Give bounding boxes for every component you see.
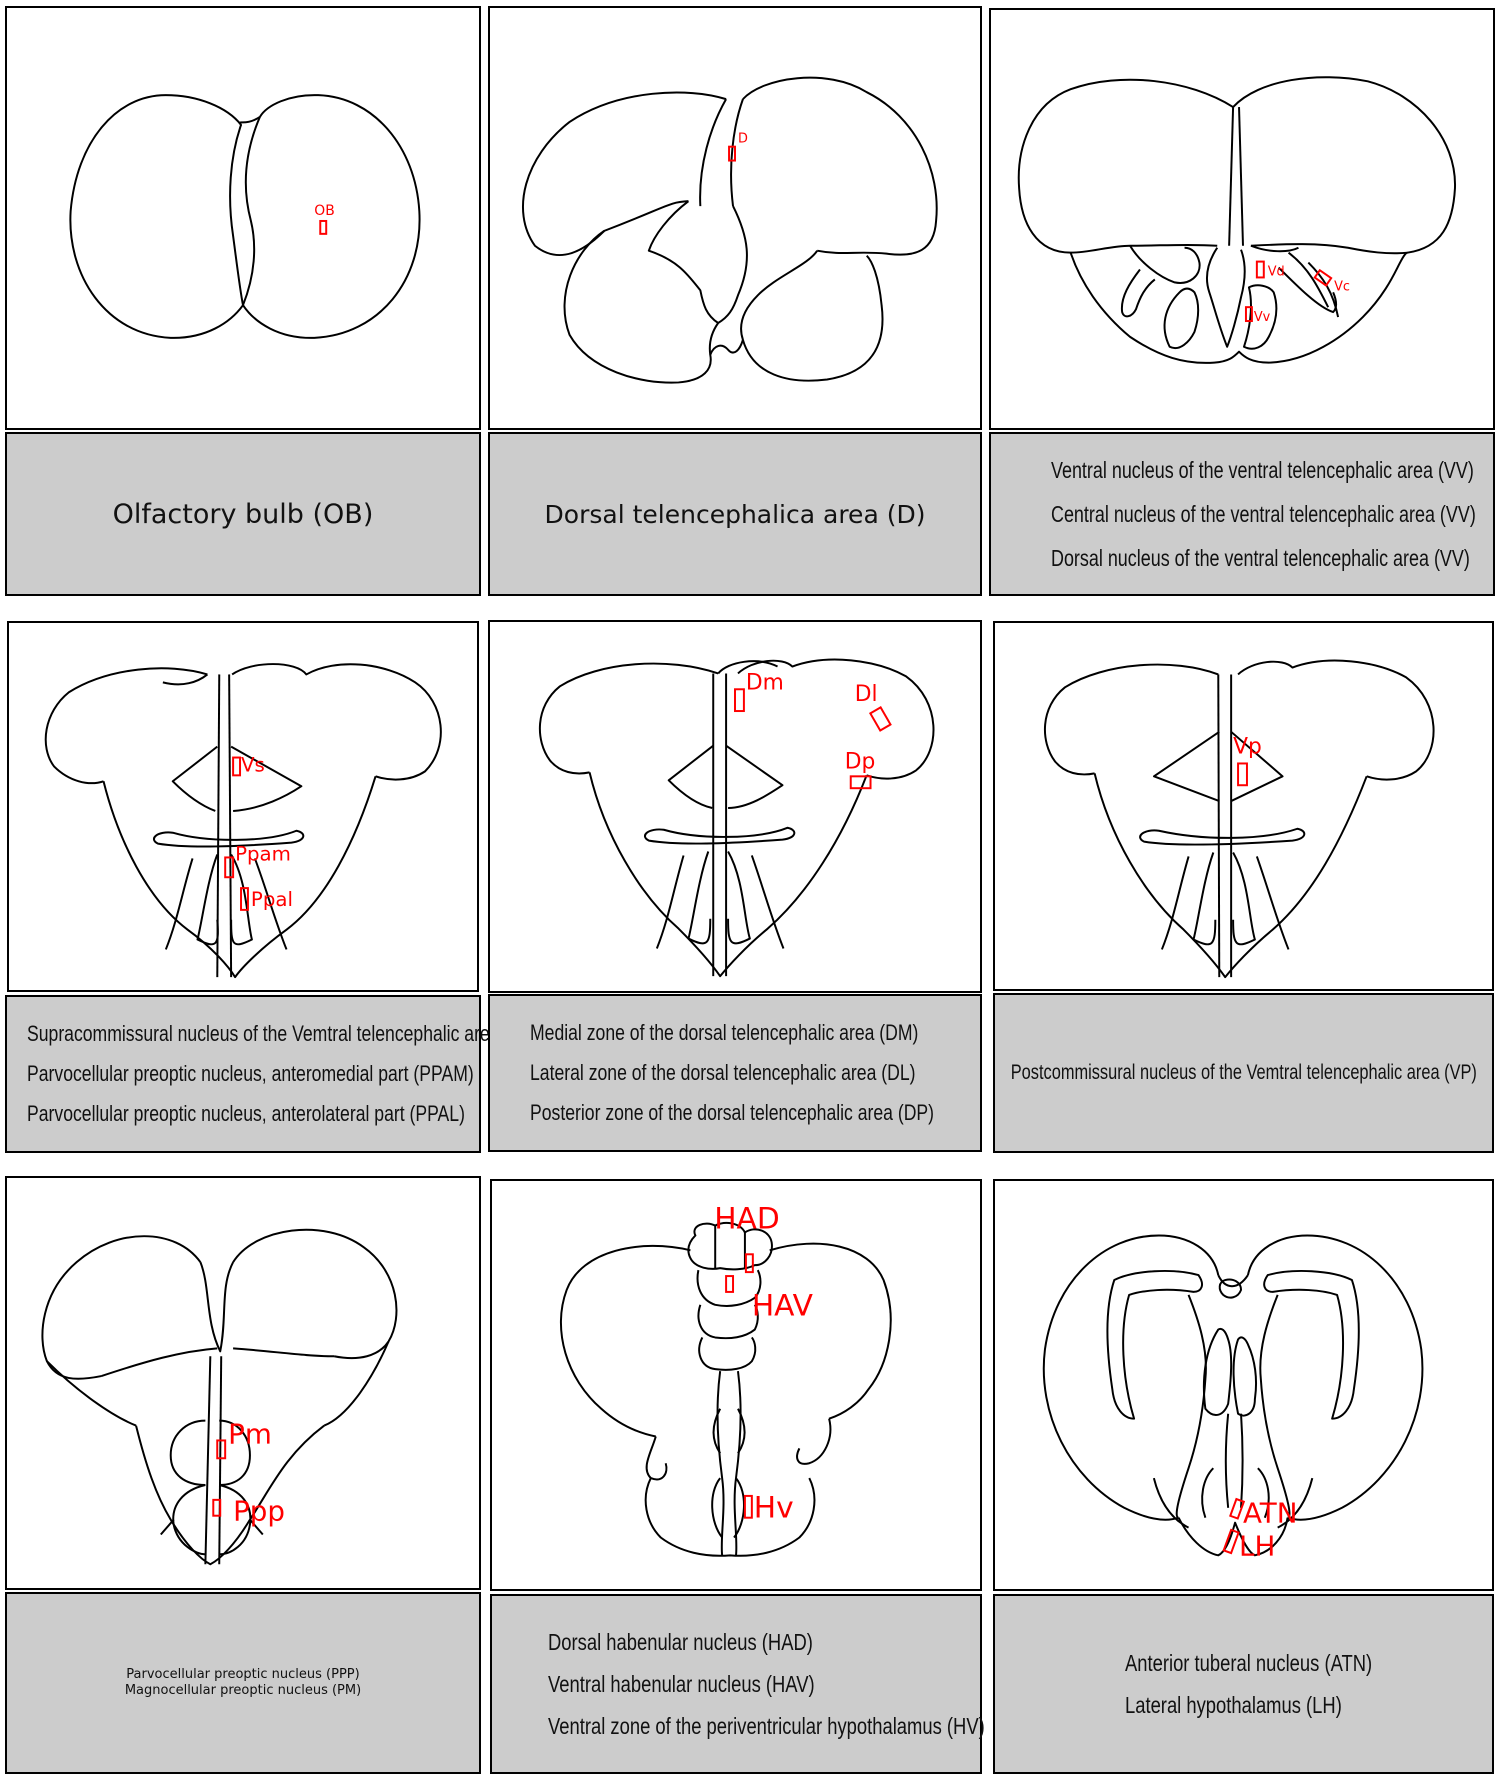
- caption-line: Posterior zone of the dorsal telencephal…: [530, 1093, 934, 1133]
- label-Vd: Vd: [1268, 264, 1285, 279]
- label-HAV: HAV: [752, 1289, 814, 1324]
- caption-line: Parvocellular preoptic nucleus (PPP): [126, 1667, 359, 1683]
- caption-line: Parvocellular preoptic nucleus, anterola…: [27, 1094, 465, 1134]
- panel-5-section-drawing: Dm Dl Dp: [490, 622, 980, 991]
- panel-5-image: Dm Dl Dp: [488, 620, 982, 993]
- caption-line: Magnocellular preoptic nucleus (PM): [125, 1683, 361, 1699]
- label-Vp: Vp: [1233, 735, 1262, 760]
- caption-line: Parvocellular preoptic nucleus, anterome…: [27, 1054, 474, 1094]
- panel-1-caption: Olfactory bulb (OB): [5, 432, 481, 596]
- caption-line: Dorsal telencephalica area (D): [545, 500, 926, 529]
- panel-4-caption: Supracommissural nucleus of the Vemtral …: [5, 995, 481, 1153]
- caption-line: Lateral hypothalamus (LH): [1125, 1684, 1342, 1726]
- label-Dl: Dl: [855, 682, 878, 707]
- caption-line: Supracommissural nucleus of the Vemtral …: [27, 1014, 540, 1054]
- panel-8-image: HAD HAV Hv: [490, 1179, 982, 1591]
- panel-3-section-drawing: Vd Vc Vv: [991, 10, 1493, 428]
- label-Pm: Pm: [228, 1417, 272, 1450]
- panel-8-section-drawing: HAD HAV Hv: [492, 1181, 980, 1589]
- panel-6-image: Vp: [993, 621, 1494, 991]
- label-Ppp: Ppp: [233, 1495, 285, 1528]
- panel-4-section-drawing: Vs Ppam Ppal: [9, 623, 477, 990]
- panel-1-section-drawing: OB: [7, 8, 479, 428]
- caption-line: Medial zone of the dorsal telencephalic …: [530, 1013, 918, 1053]
- label-Ppal: Ppal: [251, 888, 293, 911]
- panel-3-caption: Ventral nucleus of the ventral telenceph…: [989, 432, 1495, 596]
- caption-line: Ventral zone of the periventricular hypo…: [548, 1705, 985, 1747]
- label-ATN: ATN: [1243, 1497, 1297, 1530]
- caption-line: Dorsal nucleus of the ventral telencepha…: [1051, 536, 1470, 580]
- panel-2-caption: Dorsal telencephalica area (D): [488, 432, 982, 596]
- panel-7-section-drawing: Pm Ppp: [7, 1178, 479, 1588]
- panel-2-section-drawing: D: [490, 8, 980, 428]
- panel-2-image: D: [488, 6, 982, 430]
- caption-line: Lateral zone of the dorsal telencephalic…: [530, 1053, 915, 1093]
- caption-line: Central nucleus of the ventral telenceph…: [1051, 492, 1476, 536]
- label-Hv: Hv: [754, 1491, 794, 1526]
- caption-line: Dorsal habenular nucleus (HAD): [548, 1621, 813, 1663]
- panel-8-caption: Dorsal habenular nucleus (HAD) Ventral h…: [490, 1594, 982, 1774]
- caption-line: Ventral habenular nucleus (HAV): [548, 1663, 815, 1705]
- panel-7-image: Pm Ppp: [5, 1176, 481, 1590]
- panel-6-section-drawing: Vp: [995, 623, 1492, 989]
- label-Dm: Dm: [746, 670, 784, 695]
- panel-4-image: Vs Ppam Ppal: [7, 621, 479, 992]
- caption-line: Postcommissural nucleus of the Vemtral t…: [1010, 1061, 1476, 1085]
- panel-9-section-drawing: ATN LH: [995, 1181, 1492, 1589]
- label-Vs: Vs: [241, 753, 265, 776]
- panel-3-image: Vd Vc Vv: [989, 8, 1495, 430]
- label-Dp: Dp: [845, 749, 876, 774]
- panel-6-caption: Postcommissural nucleus of the Vemtral t…: [993, 993, 1494, 1153]
- panel-1-image: OB: [5, 6, 481, 430]
- label-Vv: Vv: [1254, 310, 1271, 325]
- panel-5-caption: Medial zone of the dorsal telencephalic …: [488, 994, 982, 1152]
- label-Ppam: Ppam: [235, 842, 291, 865]
- label-OB: OB: [314, 203, 334, 219]
- panel-9-image: ATN LH: [993, 1179, 1494, 1591]
- panel-9-caption: Anterior tuberal nucleus (ATN) Lateral h…: [993, 1594, 1494, 1774]
- caption-line: Anterior tuberal nucleus (ATN): [1125, 1642, 1372, 1684]
- panel-7-caption: Parvocellular preoptic nucleus (PPP) Mag…: [5, 1592, 481, 1774]
- label-D: D: [738, 132, 748, 147]
- caption-line: Ventral nucleus of the ventral telenceph…: [1051, 448, 1474, 492]
- label-HAD: HAD: [714, 1202, 780, 1237]
- label-Vc: Vc: [1334, 279, 1350, 294]
- label-LH: LH: [1239, 1529, 1275, 1562]
- caption-line: Olfactory bulb (OB): [113, 499, 374, 530]
